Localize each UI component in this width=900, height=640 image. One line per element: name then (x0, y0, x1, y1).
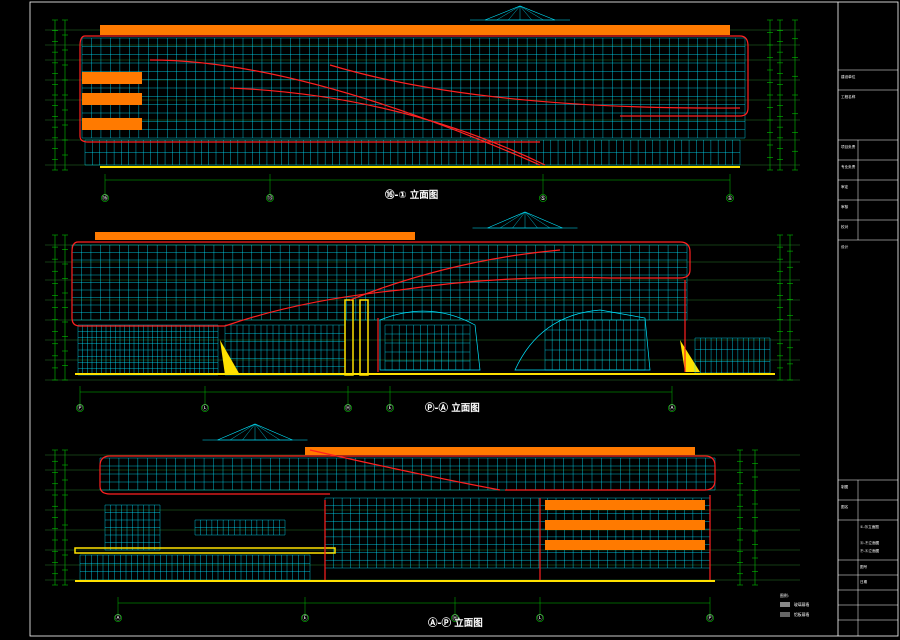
dome-rib (508, 5, 521, 21)
outline-sweep (349, 249, 561, 301)
title-block-label: 图号 (860, 564, 868, 569)
dome-rib (512, 211, 526, 229)
axis-label: Ⓐ (115, 614, 121, 622)
legend-item-alu: 铝板幕墙 (794, 612, 809, 617)
title-block-label: Ⓟ-Ⓐ立面图 (860, 548, 880, 553)
axis-label: Ⓗ (452, 614, 458, 622)
arch-hall (379, 310, 481, 371)
axis-bubble (76, 404, 84, 412)
dome-rib (499, 211, 526, 229)
elevation-a-p: Ⓐ Ⓔ Ⓗ Ⓛ Ⓟ (45, 423, 800, 622)
axis-label: Ⓔ (387, 404, 393, 412)
roof-band (100, 25, 730, 35)
legend-title: 图例: (780, 593, 789, 598)
dome-rib (242, 423, 256, 441)
axis-bubble (386, 404, 394, 412)
axis-bubble (539, 194, 547, 202)
dome-rib (524, 211, 551, 229)
sheet-frame (29, 1, 899, 637)
elevation-title-16-1: ⑯-① 立面图 (385, 189, 438, 201)
axis-label: Ⓛ (202, 404, 208, 412)
axis-label: ⑤ (540, 195, 545, 202)
orange-block (545, 520, 705, 530)
title-block-label: 制图 (841, 484, 849, 489)
axis-bubble (726, 194, 734, 202)
elevation-p-a: Ⓟ Ⓛ Ⓗ Ⓔ Ⓐ (45, 211, 800, 412)
outline-edge (377, 280, 686, 372)
title-block-label: 工程名称 (841, 94, 856, 99)
axis-label: ⑬ (267, 194, 273, 202)
ground-line (75, 580, 715, 582)
dome-rib (254, 423, 268, 441)
title-block-label: 审核 (841, 204, 849, 209)
title-block-label: 校对 (841, 224, 849, 229)
title-block-label: 设计 (841, 244, 849, 249)
dome-rib (229, 423, 256, 441)
axis-bubble (706, 614, 714, 622)
outline-sweep (229, 87, 546, 166)
orange-block (82, 118, 142, 130)
axis-label: ① (727, 195, 732, 202)
legend-swatch-alu (780, 612, 790, 617)
elevation-title-p-a: Ⓟ-Ⓐ 立面图 (425, 402, 480, 414)
outline-sweep (149, 59, 541, 166)
ground-line (100, 166, 740, 168)
title-block-label: 项目负责 (841, 144, 856, 149)
axis-label: Ⓔ (302, 614, 308, 622)
dome-rib (254, 423, 281, 441)
title-block-label: ①-⑯立面图 (860, 524, 879, 529)
axis-label: ⑯ (102, 194, 108, 202)
axis-bubble (451, 614, 459, 622)
outline-edge (324, 495, 711, 580)
orange-block (82, 93, 142, 105)
title-block-label: Ⓐ-Ⓟ立面图 (860, 540, 880, 545)
orange-block (545, 540, 705, 550)
title-block-label: 建设单位 (841, 74, 856, 79)
outline (71, 241, 691, 327)
axis-label: Ⓛ (537, 614, 543, 622)
roof-band (305, 447, 695, 455)
axis-bubble (114, 614, 122, 622)
title-block-label: 审定 (841, 184, 849, 189)
dome-rib (519, 5, 532, 21)
arch-hall (514, 309, 651, 371)
yellow-canopy (74, 547, 336, 554)
title-block-label: 专业负责 (841, 164, 856, 169)
orange-block (545, 500, 705, 510)
orange-block (82, 72, 142, 84)
elevation-16-1: ⑯ ⑬ ⑤ ① (45, 5, 800, 202)
ground-line (75, 373, 775, 375)
axis-bubble (344, 404, 352, 412)
dome-rib (519, 5, 544, 21)
outline-sweep (224, 276, 611, 327)
axis-bubble (668, 404, 676, 412)
legend-swatch-glass (780, 602, 790, 607)
title-block-label: 图名 (841, 504, 849, 509)
legend-item-glass: 玻璃幕墙 (794, 602, 809, 607)
axis-label: Ⓟ (77, 404, 83, 412)
title-block-label: 日期 (860, 579, 868, 584)
outline (79, 35, 749, 143)
axis-label: Ⓟ (707, 614, 713, 622)
axis-bubble (101, 194, 109, 202)
axis-bubble (536, 614, 544, 622)
outline-sweep (309, 449, 501, 491)
dome-rib (496, 5, 521, 21)
dome-rib (524, 211, 538, 229)
outline (99, 455, 716, 495)
axis-label: Ⓗ (345, 404, 351, 412)
outline-sweep (329, 64, 741, 109)
roof-band (95, 232, 415, 240)
elevation-title-a-p: Ⓐ-Ⓟ 立面图 (428, 617, 483, 629)
axis-label: Ⓐ (669, 404, 675, 412)
legend: 图例: 玻璃幕墙 铝板幕墙 (780, 593, 809, 617)
axis-bubble (301, 614, 309, 622)
yellow-stair (220, 340, 240, 375)
axis-bubble (201, 404, 209, 412)
axis-bubble (266, 194, 274, 202)
